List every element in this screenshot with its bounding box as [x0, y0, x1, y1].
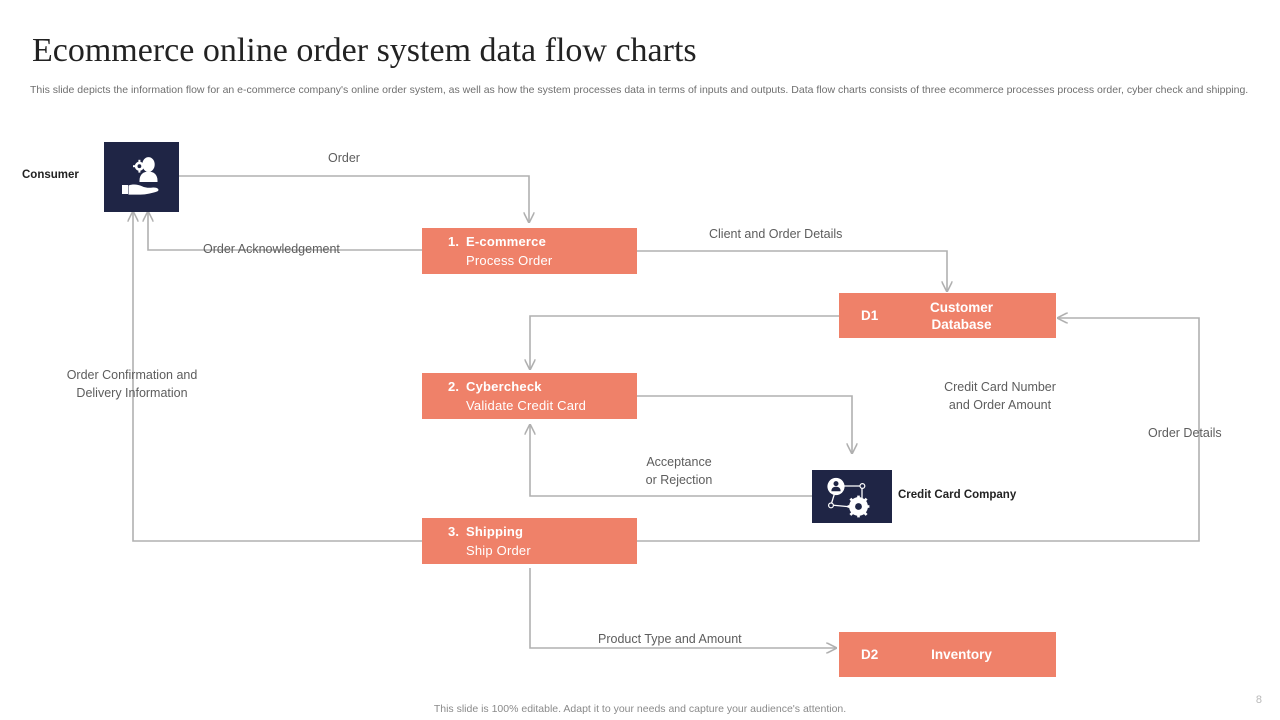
flow-label-line2: Delivery Information [76, 385, 188, 400]
process-name: E-commerce [466, 234, 547, 249]
flow-label-acceptance-or-rejection: Acceptance or Rejection [599, 454, 759, 489]
wire-order-details [637, 318, 1200, 542]
wire-order-confirmation-and-delivery-information [133, 212, 422, 542]
flow-label-line2: or Rejection [645, 472, 713, 487]
process-title-line: 1. E-commerce [448, 232, 637, 251]
process-cybercheck[interactable]: 2. Cybercheck Validate Credit Card [422, 373, 637, 419]
process-title-line: 3. Shipping [448, 522, 637, 541]
datastore-d1-customer-database[interactable]: D1 Customer Database [839, 293, 1056, 338]
process-action: Validate Credit Card [466, 398, 587, 413]
entity-credit-card-company[interactable] [812, 470, 892, 523]
flow-label-order: Order [328, 151, 360, 165]
process-name: Shipping [466, 524, 524, 539]
flow-label-line1: Acceptance [646, 455, 712, 469]
flow-label-order-details: Order Details [1148, 426, 1222, 440]
wire-d1-to-cybercheck [530, 315, 839, 369]
datastore-code: D1 [861, 308, 879, 323]
flow-label-product-type-and-amount: Product Type and Amount [598, 632, 742, 646]
process-title-line: 2. Cybercheck [448, 377, 637, 396]
hand-holding-user-icon [121, 157, 158, 195]
flow-label-line2: and Order Amount [948, 397, 1052, 412]
datastore-name: Customer Database [897, 299, 1056, 333]
process-action: Ship Order [466, 543, 531, 558]
process-number: 2. [448, 379, 460, 394]
flow-label-line1: Order Confirmation and [66, 368, 198, 382]
datastore-d2-inventory[interactable]: D2 Inventory [839, 632, 1056, 677]
entity-consumer[interactable] [104, 142, 179, 212]
flow-label-line1: Credit Card Number [944, 380, 1056, 394]
wire-order-acknowledgement [148, 212, 422, 251]
page-title: Ecommerce online order system data flow … [32, 32, 697, 69]
wire-client-and-order-details [637, 250, 947, 291]
flow-label-order-acknowledgement: Order Acknowledgement [203, 242, 340, 256]
process-number: 3. [448, 524, 460, 539]
datastore-code: D2 [861, 647, 879, 662]
process-name: Cybercheck [466, 379, 542, 394]
wire-order [179, 175, 529, 222]
flow-label-order-confirmation-and-delivery-information: Order Confirmation and Delivery Informat… [32, 367, 232, 402]
wire-acceptance-or-rejection [530, 425, 812, 497]
datastore-name: Inventory [897, 646, 1056, 663]
datastore-name-line1: Inventory [931, 647, 992, 662]
process-shipping[interactable]: 3. Shipping Ship Order [422, 518, 637, 564]
slide-footer-note: This slide is 100% editable. Adapt it to… [433, 703, 847, 715]
flow-label-client-and-order-details: Client and Order Details [709, 227, 843, 241]
datastore-name-line1: Customer [929, 299, 993, 315]
process-process-order[interactable]: 1. E-commerce Process Order [422, 228, 637, 274]
datastore-name-line2: Database [931, 316, 992, 332]
page-subtitle: This slide depicts the information flow … [30, 84, 1249, 96]
page-number: 8 [1255, 694, 1262, 706]
entity-label-credit-card-company: Credit Card Company [898, 489, 1017, 501]
wire-product-type-and-amount [529, 568, 836, 648]
wire-credit-card-number-and-order-amount [637, 395, 852, 453]
network-gear-user-icon [827, 477, 870, 517]
entity-label-consumer: Consumer [22, 169, 79, 181]
process-number: 1. [448, 234, 460, 249]
process-action: Process Order [466, 253, 553, 268]
flow-label-credit-card-number-and-order-amount: Credit Card Number and Order Amount [900, 379, 1100, 414]
